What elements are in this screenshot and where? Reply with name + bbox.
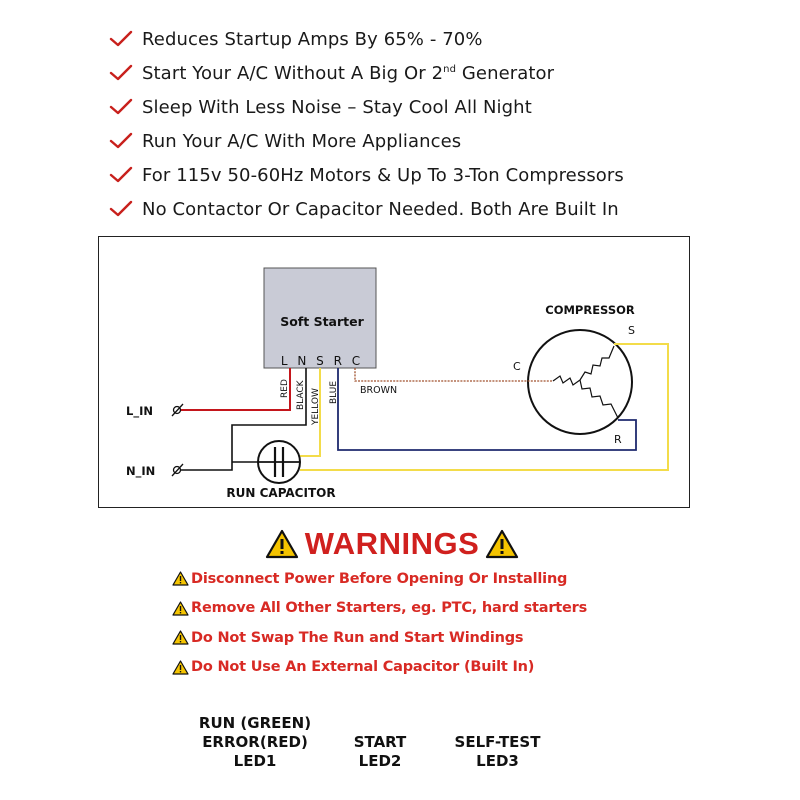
- wire-yellow-s: [300, 343, 669, 471]
- warnings-list: Disconnect Power Before Opening Or Insta…: [172, 564, 652, 682]
- wire-label-blue: BLUE: [329, 381, 339, 404]
- compressor-terminal-r: R: [614, 433, 622, 446]
- checkmark-icon: [109, 64, 133, 81]
- terminal-labels: L N S R C: [281, 354, 363, 368]
- warning-item: Remove All Other Starters, eg. PTC, hard…: [172, 594, 652, 624]
- wire-label-brown: BROWN: [360, 385, 397, 396]
- compressor-terminal-c: C: [513, 360, 521, 373]
- led2-line1: START: [353, 733, 407, 751]
- run-capacitor-label: RUN CAPACITOR: [226, 486, 335, 500]
- warning-text: Do Not Use An External Capacitor (Built …: [191, 659, 535, 676]
- line-in-label: L_IN: [126, 404, 153, 419]
- led2-label: START LED2: [330, 733, 430, 771]
- wire-blue: [337, 368, 637, 451]
- wire-black: [180, 368, 307, 471]
- feature-item: Sleep With Less Noise – Stay Cool All Ni…: [108, 90, 708, 124]
- wire-brown: [354, 368, 553, 382]
- feature-item: For 115v 50-60Hz Motors & Up To 3-Ton Co…: [108, 158, 708, 192]
- led1-line2: ERROR(RED): [202, 733, 308, 751]
- compressor-circle: [527, 329, 633, 435]
- warning-triangle-icon: [172, 630, 189, 645]
- feature-text: Start Your A/C Without A Big Or 2nd Gene…: [142, 62, 555, 84]
- neutral-in-label: N_IN: [126, 464, 155, 479]
- compressor-terminal-s: S: [628, 324, 635, 337]
- winding-s: [579, 345, 615, 381]
- feature-item: Run Your A/C With More Appliances: [108, 124, 708, 158]
- feature-list: Reduces Startup Amps By 65% - 70% Start …: [108, 22, 708, 226]
- wire-label-black: BLACK: [296, 379, 306, 410]
- feature-text: No Contactor Or Capacitor Needed. Both A…: [142, 198, 619, 220]
- wire-yellow-cap: [300, 368, 321, 457]
- warning-triangle-icon: [172, 601, 189, 616]
- warning-triangle-icon: [486, 529, 519, 559]
- led3-line2: LED3: [476, 752, 519, 770]
- soft-starter-label: Soft Starter: [280, 314, 364, 329]
- led1-line1: RUN (GREEN): [198, 714, 312, 732]
- feature-text: Run Your A/C With More Appliances: [142, 130, 462, 152]
- feature-text: For 115v 50-60Hz Motors & Up To 3-Ton Co…: [142, 164, 624, 186]
- feature-item: Start Your A/C Without A Big Or 2nd Gene…: [108, 56, 708, 90]
- soft-starter-box: [263, 267, 377, 369]
- wire-label-yellow: YELLOW: [311, 388, 321, 426]
- led1-label: RUN (GREEN) ERROR(RED) LED1: [180, 714, 330, 771]
- warnings-title-text: WARNINGS: [304, 526, 480, 561]
- warning-text: Do Not Swap The Run and Start Windings: [191, 629, 524, 646]
- feature-item: Reduces Startup Amps By 65% - 70%: [108, 22, 708, 56]
- feature-text: Sleep With Less Noise – Stay Cool All Ni…: [142, 96, 532, 118]
- led3-line1: SELF-TEST: [454, 733, 541, 751]
- checkmark-icon: [109, 98, 133, 115]
- wiring-diagram-frame: [98, 236, 690, 508]
- neutral-in-terminal-slash: [171, 463, 184, 477]
- warning-item: Do Not Swap The Run and Start Windings: [172, 623, 652, 653]
- warning-text: Remove All Other Starters, eg. PTC, hard…: [191, 600, 588, 617]
- checkmark-icon: [109, 200, 133, 217]
- feature-text: Reduces Startup Amps By 65% - 70%: [142, 28, 483, 50]
- led1-line3: LED1: [233, 752, 277, 770]
- wire-label-red: RED: [280, 379, 290, 398]
- checkmark-icon: [109, 166, 133, 183]
- checkmark-icon: [109, 132, 133, 149]
- line-in-terminal-slash: [171, 403, 184, 417]
- warning-triangle-icon: [172, 660, 189, 675]
- warnings-title: WARNINGS: [262, 522, 522, 566]
- led2-line2: LED2: [358, 752, 402, 770]
- compressor-label: COMPRESSOR: [545, 303, 635, 317]
- feature-item: No Contactor Or Capacitor Needed. Both A…: [108, 192, 708, 226]
- warning-item: Disconnect Power Before Opening Or Insta…: [172, 564, 652, 594]
- warning-triangle-icon: [265, 529, 298, 559]
- warning-text: Disconnect Power Before Opening Or Insta…: [191, 570, 568, 587]
- winding-r: [579, 379, 619, 419]
- winding-c: [552, 375, 581, 386]
- checkmark-icon: [109, 30, 133, 47]
- warning-item: Do Not Use An External Capacitor (Built …: [172, 653, 652, 683]
- wire-red: [180, 368, 291, 411]
- warning-triangle-icon: [172, 571, 189, 586]
- led3-label: SELF-TEST LED3: [430, 733, 565, 771]
